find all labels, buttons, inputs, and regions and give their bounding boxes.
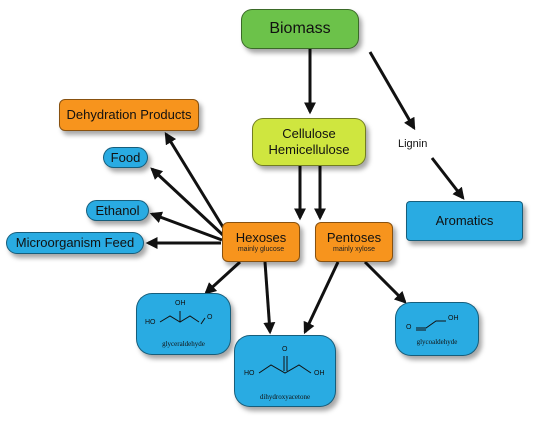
hexoses-sublabel: mainly glucose	[237, 246, 285, 253]
biomass-label: Biomass	[269, 20, 331, 37]
biomass-node: Biomass	[241, 9, 359, 49]
glycoaldehyde-atom-o: O	[406, 324, 412, 331]
glycoaldehyde-atom-oh: OH	[448, 315, 459, 322]
ethanol-node: Ethanol	[86, 200, 149, 221]
ethanol-label: Ethanol	[95, 202, 140, 218]
food-label: Food	[110, 149, 141, 165]
hexoses-node: Hexoses mainly glucose	[222, 222, 300, 262]
arrow-hexoses-to-dihydroxyacetone	[263, 261, 276, 335]
glyceraldehyde-structure-icon	[159, 311, 206, 325]
arrow-biomass-to-lignin	[368, 51, 416, 131]
dihydroxyacetone-atom-oh: OH	[314, 370, 325, 377]
arrow-hexoses-to-food	[150, 167, 226, 238]
glycoaldehyde-label: glycoaldehyde	[416, 338, 458, 346]
glycoaldehyde-structure-icon	[416, 320, 446, 331]
food-node: Food	[103, 147, 148, 168]
dihydroxyacetone-node: HO O OH dihydroxyacetone	[234, 335, 336, 407]
pentoses-label: Pentoses	[326, 230, 382, 245]
glyceraldehyde-atom-ho: HO	[145, 319, 156, 326]
glyceraldehyde-atom-oh: OH	[175, 300, 186, 307]
dehydration-products-node: Dehydration Products	[59, 99, 199, 131]
arrow-hexoses-to-glyceraldehyde	[204, 260, 242, 295]
glyceraldehyde-label: glyceraldehyde	[162, 340, 205, 348]
aromatics-label: Aromatics	[435, 213, 494, 228]
glyceraldehyde-atom-o: O	[207, 314, 213, 321]
pentoses-node: Pentoses mainly xylose	[315, 222, 393, 262]
microorganism-feed-label: Microorganism Feed	[15, 235, 135, 250]
aromatics-node: Aromatics	[406, 201, 523, 241]
glyceraldehyde-node: HO OH O glyceraldehyde	[136, 293, 231, 355]
dehydration-products-label: Dehydration Products	[66, 107, 192, 122]
dihydroxyacetone-atom-ho: HO	[244, 370, 255, 377]
dihydroxyacetone-atom-o: O	[282, 346, 288, 353]
pentoses-sublabel: mainly xylose	[332, 246, 375, 253]
arrow-hexoses-to-dehydration	[164, 131, 228, 233]
arrow-pentoses-to-dihydroxyacetone	[303, 261, 340, 335]
hexoses-label: Hexoses	[235, 230, 287, 245]
dihydroxyacetone-label: dihydroxyacetone	[259, 393, 311, 401]
arrow-lignin-to-aromatics	[430, 157, 465, 200]
hemicellulose-label: Hemicellulose	[268, 142, 350, 157]
cellulose-hemicellulose-node: Cellulose Hemicellulose	[252, 118, 366, 166]
arrow-hexoses-to-ethanol	[149, 211, 223, 242]
glycoaldehyde-node: O OH glycoaldehyde	[395, 302, 479, 356]
arrow-pentoses-to-glycoaldehyde	[363, 260, 407, 304]
lignin-label: Lignin	[398, 138, 428, 150]
cellulose-label: Cellulose	[282, 126, 336, 141]
microorganism-feed-node: Microorganism Feed	[6, 232, 144, 254]
dihydroxyacetone-structure-icon	[258, 356, 312, 374]
